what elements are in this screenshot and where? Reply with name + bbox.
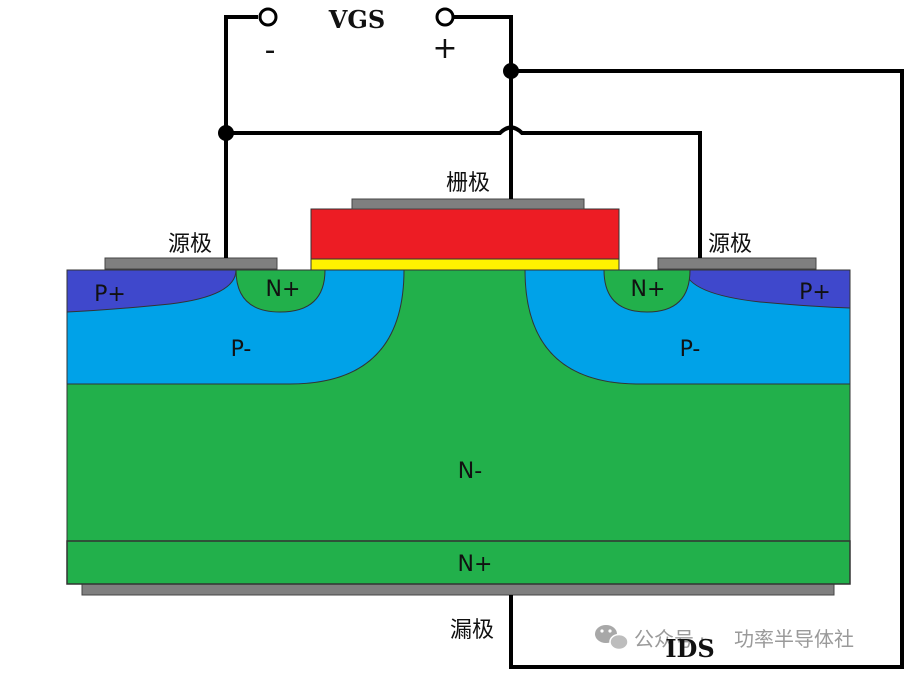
p-minus-left-label: P-	[231, 337, 252, 362]
vgs-minus-sign: -	[265, 33, 276, 68]
junction-dot-gate	[503, 63, 519, 79]
p-minus-right-label: P-	[680, 337, 701, 362]
gate-oxide	[310, 258, 620, 271]
n-plus-right-region	[603, 269, 691, 313]
n-plus-right-label: N+	[631, 277, 666, 302]
vgs-plus-sign: +	[432, 31, 457, 66]
n-plus-left-region	[235, 269, 326, 313]
p-plus-left-label: P+	[94, 282, 126, 307]
gate-poly	[310, 208, 620, 260]
drain-metal	[81, 582, 835, 596]
p-plus-right-region	[684, 269, 851, 309]
n-plus-left-label: N+	[266, 277, 301, 302]
gate-metal	[351, 198, 585, 210]
p-plus-right-label: P+	[799, 280, 831, 305]
circuit-wires	[224, 15, 904, 669]
wechat-icon	[595, 625, 629, 651]
vgs-terminal-minus	[258, 7, 278, 27]
n-plus-substrate	[66, 540, 851, 585]
junction-dot-source	[218, 125, 234, 141]
source-left-metal	[104, 257, 278, 270]
p-plus-left-region	[66, 269, 237, 313]
watermark-name: 功率半导体社	[734, 627, 854, 651]
vgs-label: VGS	[328, 5, 385, 34]
source-left-label: 源极	[168, 232, 212, 257]
vgs-terminal-plus	[435, 7, 455, 27]
n-minus-label: N-	[458, 459, 482, 484]
watermark: 公众号 · 功率半导体社	[595, 625, 854, 651]
n-plus-substrate-label: N+	[458, 552, 493, 577]
gate-label: 栅极	[446, 171, 490, 196]
watermark-channel: 公众号	[634, 627, 694, 651]
source-right-label: 源极	[708, 232, 752, 257]
source-right-metal	[657, 257, 817, 270]
watermark-separator: ·	[699, 627, 705, 651]
drain-label: 漏极	[450, 618, 494, 643]
ids-label: IDS	[665, 634, 714, 663]
